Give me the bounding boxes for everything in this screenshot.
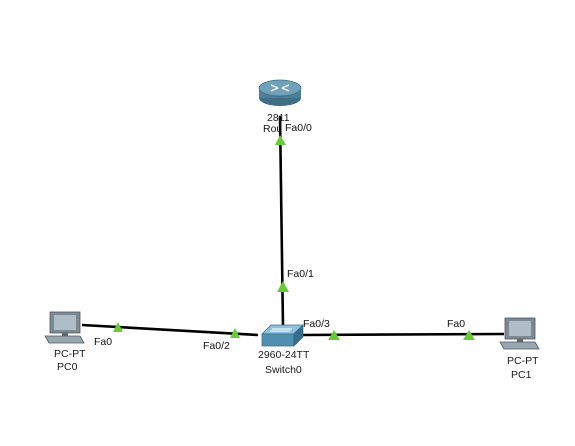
switch-port-fa0-1-label: Fa0/1	[287, 268, 314, 280]
pc0-name-label: PC0	[57, 361, 78, 373]
router-icon	[258, 79, 302, 106]
pc-icon	[499, 317, 540, 350]
router-model-label: 2811	[267, 112, 290, 124]
pc1-name-label: PC1	[511, 369, 532, 381]
switch-device[interactable]: 2960-24TT Switch0	[258, 324, 310, 376]
pc0-port-label: Fa0	[94, 336, 112, 348]
pc0-model-label: PC-PT	[54, 348, 86, 360]
pc0-device[interactable]: PC-PT PC0	[44, 311, 86, 373]
link-up-indicator-switch-fa0-1	[277, 281, 289, 292]
link-up-indicator-switch-fa0-3	[328, 330, 340, 340]
switch-name-label: Switch0	[265, 364, 302, 376]
pc-icon	[44, 311, 85, 344]
router-port-label: Fa0/0	[285, 122, 312, 134]
switch-port-fa0-3-label: Fa0/3	[303, 318, 330, 330]
router-device[interactable]: 2811 Rou	[258, 79, 302, 135]
switch-model-label: 2960-24TT	[258, 349, 310, 361]
switch-icon	[261, 324, 304, 347]
switch-port-fa0-2-label: Fa0/2	[203, 340, 230, 352]
router-name-label: Rou	[263, 123, 282, 135]
pc1-device[interactable]: PC-PT PC1	[499, 317, 540, 381]
link-router-switch[interactable]	[278, 115, 285, 329]
pc1-model-label: PC-PT	[507, 355, 539, 367]
link-up-indicator-router-fa0-0	[275, 135, 286, 145]
link-switch-pc1[interactable]	[299, 332, 505, 337]
link-up-indicator-switch-fa0-2	[230, 328, 240, 338]
link-pc0-switch[interactable]	[81, 323, 259, 337]
link-up-indicator-pc1-fa0	[463, 330, 475, 340]
link-up-indicator-pc0-fa0	[113, 322, 123, 332]
pc1-port-label: Fa0	[447, 318, 465, 330]
